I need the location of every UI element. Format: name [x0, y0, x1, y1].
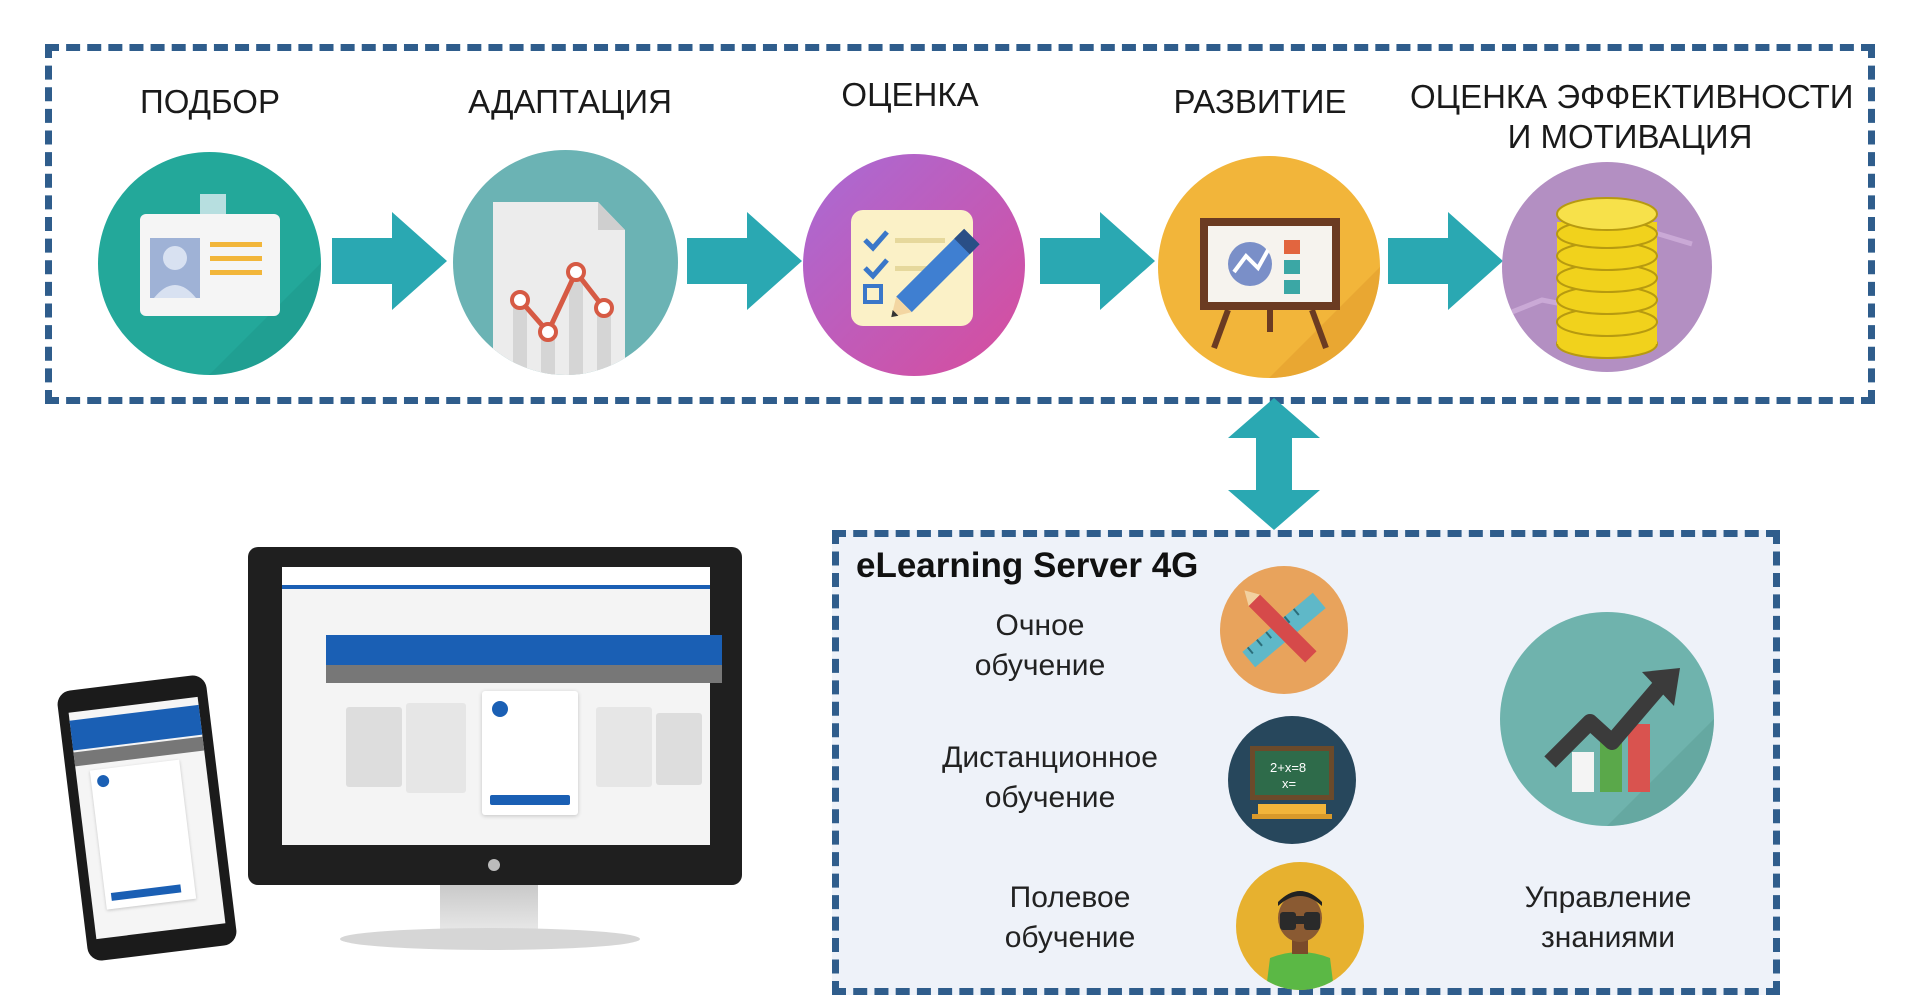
desktop-monitor [248, 547, 742, 885]
mode-caption-distance-line2: обучение [984, 781, 1116, 814]
stage-title-efficiency: ОЦЕНКА ЭФФЕКТИВНОСТИ И МОТИВАЦИЯ [1410, 77, 1854, 157]
knowledge-caption-line2: знаниями [1541, 921, 1675, 954]
monitor-screen [282, 567, 722, 845]
flow-arrow-3 [1040, 212, 1155, 310]
flow-arrow-2 [687, 212, 802, 310]
power-button-icon [488, 859, 500, 871]
mode-caption-classroom-line1: Очное [995, 609, 1085, 642]
avatar [492, 701, 508, 717]
blackboard-laptop-icon: 2+x=8 x= [1228, 716, 1356, 844]
screen-card [406, 703, 466, 793]
screen-search-bar [326, 665, 722, 683]
flow-arrow-4 [1388, 212, 1503, 310]
svg-text:2+x=8: 2+x=8 [1270, 760, 1306, 775]
pencil-ruler-icon [1220, 566, 1348, 694]
stage-title-assessment: ОЦЕНКА [841, 76, 979, 113]
phone-card-button [110, 884, 182, 901]
mode-caption-field-line2: обучение [1004, 921, 1136, 954]
binoculars-person-icon [1236, 862, 1364, 990]
knowledge-caption: Управление знаниями [1498, 878, 1718, 958]
mode-caption-distance: Дистанционное обучение [905, 738, 1195, 818]
growth-chart-icon [1500, 612, 1714, 826]
phone-screen [68, 696, 226, 940]
screen-card [346, 707, 402, 787]
stage-title-efficiency-line2: И МОТИВАЦИЯ [1507, 118, 1753, 155]
stage-title-selection: ПОДБОР [140, 83, 280, 120]
screen-filter-bar [326, 635, 722, 665]
stage-title-development: РАЗВИТИЕ [1173, 83, 1347, 120]
phone-card [89, 759, 197, 910]
presentation-board-icon [1158, 156, 1380, 378]
mode-caption-classroom: Очное обучение [935, 606, 1145, 686]
screen-card-featured [482, 691, 578, 815]
avatar [96, 774, 110, 788]
coin-stack-icon [1502, 162, 1712, 372]
screen-card-button [490, 795, 570, 805]
knowledge-caption-line1: Управление [1524, 881, 1692, 914]
stage-title-efficiency-line1: ОЦЕНКА ЭФФЕКТИВНОСТИ [1410, 78, 1854, 115]
svg-text:x=: x= [1282, 776, 1296, 791]
lifecycle-frame [45, 44, 1875, 404]
mode-caption-field: Полевое обучение [965, 878, 1175, 958]
server-title: eLearning Server 4G [856, 546, 1199, 585]
mode-caption-field-line1: Полевое [1009, 881, 1131, 914]
mode-caption-classroom-line2: обучение [974, 649, 1106, 682]
smartphone [55, 673, 239, 963]
checklist-pencil-icon [803, 154, 1025, 376]
document-chart-icon [453, 150, 678, 375]
screen-accent-line [282, 585, 710, 589]
monitor-neck [440, 885, 538, 933]
stage-title-adaptation: АДАПТАЦИЯ [468, 83, 672, 120]
screen-card [596, 707, 652, 787]
id-badge-icon [98, 152, 321, 375]
bidirectional-arrow [1228, 398, 1320, 530]
flow-arrow-1 [332, 212, 447, 310]
screen-nav-bar [282, 567, 710, 586]
mode-caption-distance-line1: Дистанционное [942, 741, 1158, 774]
screen-card [656, 713, 702, 785]
monitor-stand [340, 928, 640, 950]
